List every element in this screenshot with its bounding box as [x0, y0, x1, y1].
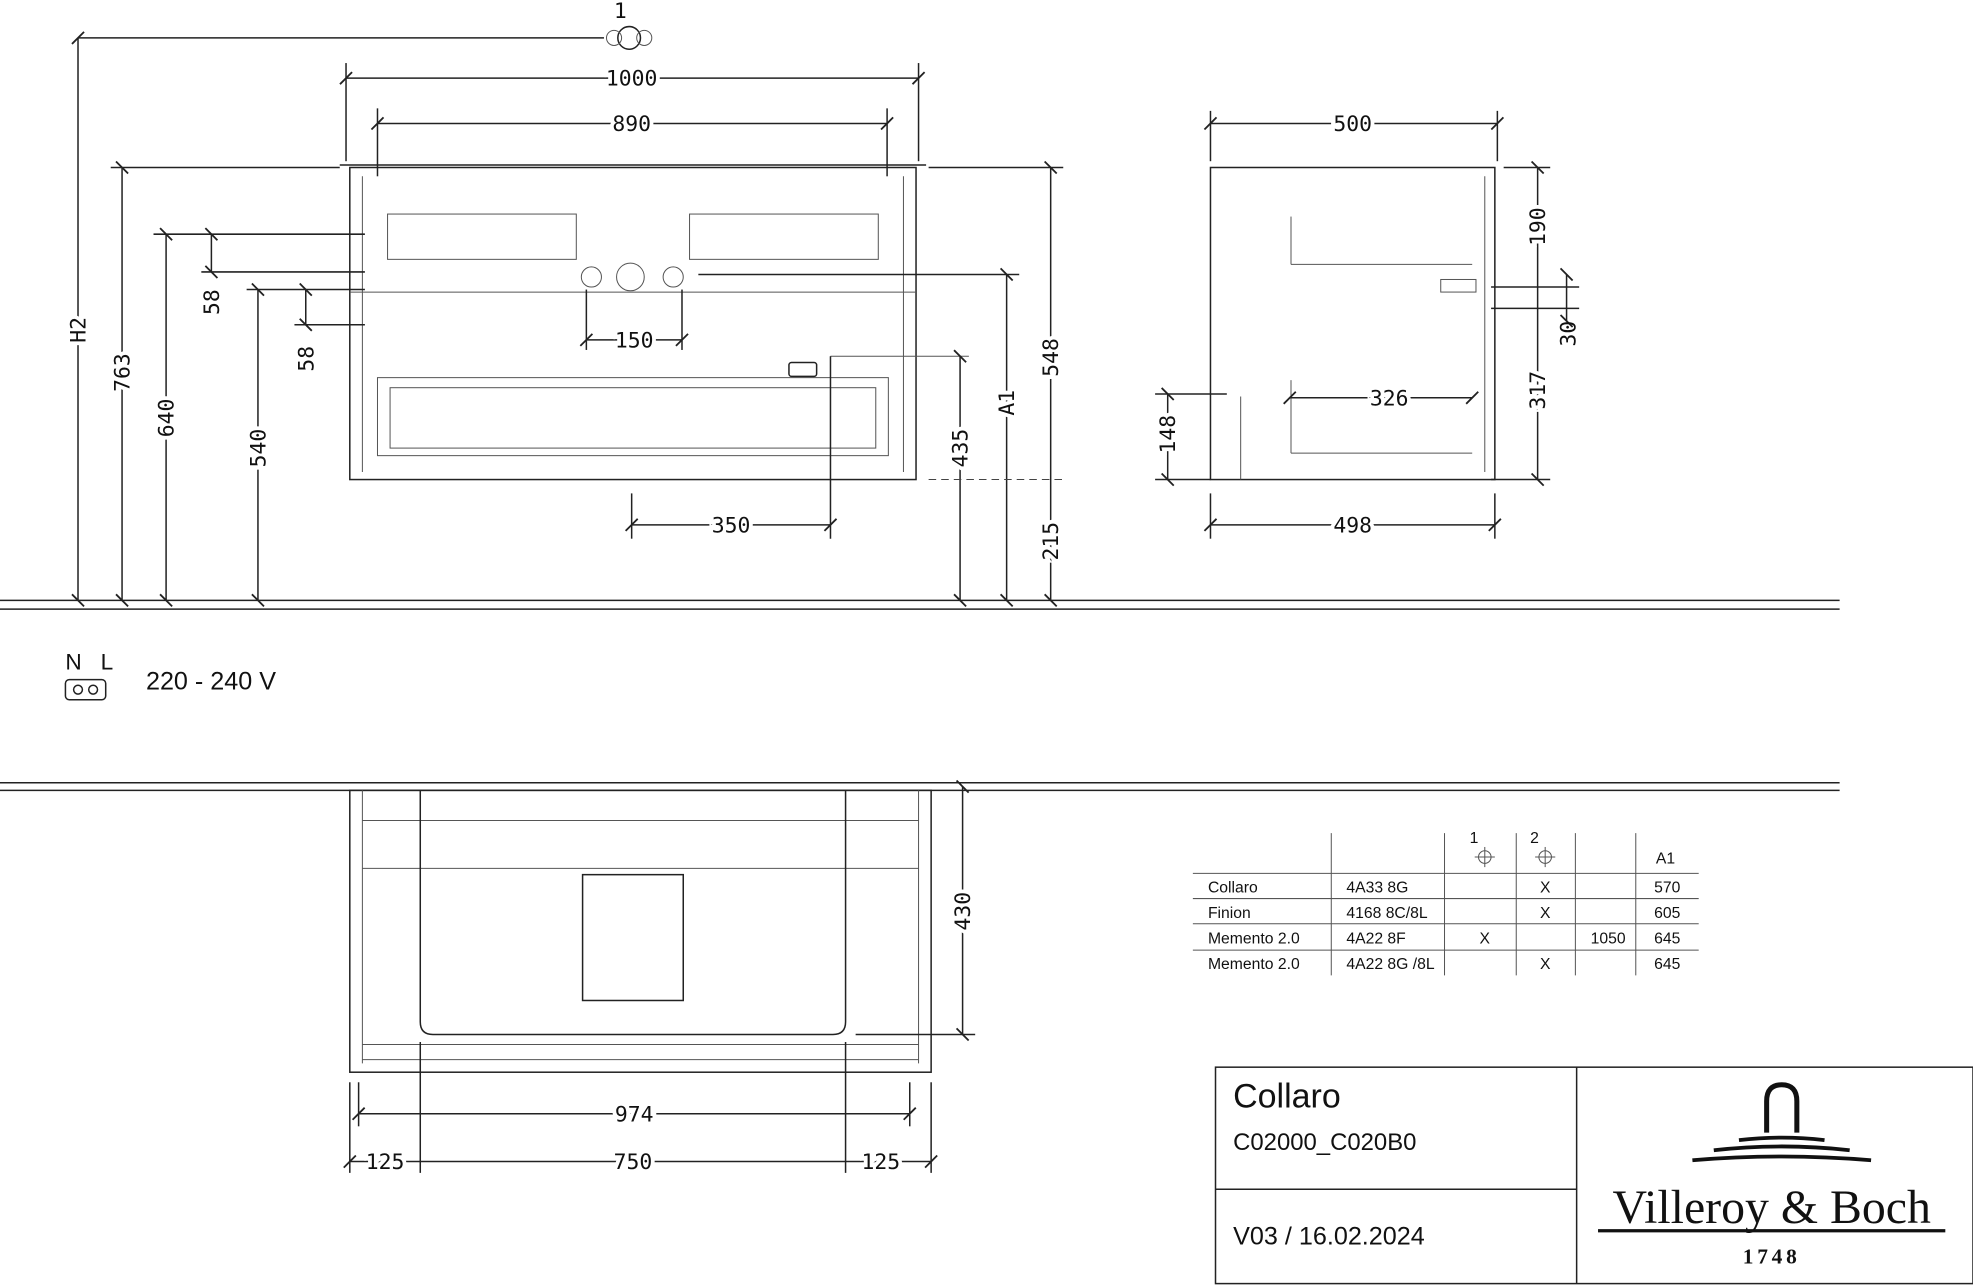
- dim-labels-front: 1000 890 150 350 H2 763 640 540 58 58 43…: [63, 63, 1068, 564]
- dim-750: 750: [614, 1150, 653, 1175]
- dim-974: 974: [615, 1102, 654, 1127]
- floor-line-front: [0, 599, 1840, 610]
- article-number: C02000_C020B0: [1233, 1129, 1416, 1156]
- socket-icon: [64, 678, 107, 701]
- dim-30: 30: [1556, 321, 1581, 347]
- dim-763: 763: [111, 353, 136, 392]
- plan-view: [343, 779, 976, 1173]
- dim-435: 435: [949, 429, 974, 468]
- dim-1000: 1000: [606, 67, 657, 92]
- dim-350: 350: [712, 513, 751, 538]
- dim-430: 430: [951, 892, 976, 931]
- dim-215: 215: [1039, 522, 1064, 561]
- cell-code: 4A22 8F: [1346, 930, 1405, 947]
- dim-a1: A1: [995, 390, 1020, 416]
- dim-labels-plan: 430 974 125 750 125: [362, 888, 980, 1179]
- voltage-label: 220 - 240 V: [146, 668, 276, 696]
- cell-opt1: X: [1480, 930, 1491, 947]
- header-option-1: 1: [1470, 830, 1479, 847]
- cell-a1: 645: [1654, 956, 1680, 973]
- dim-148: 148: [1156, 415, 1181, 454]
- side-view: [1155, 110, 1580, 539]
- brand-logo-icon: [1692, 1082, 1872, 1163]
- cell-a1: 645: [1654, 930, 1680, 947]
- view-marker-label: 1: [614, 0, 627, 24]
- cell-opt2: X: [1540, 879, 1551, 896]
- dim-548: 548: [1039, 338, 1064, 377]
- crosshair-icon: [1474, 846, 1495, 868]
- dim-500: 500: [1333, 112, 1372, 137]
- dim-540: 540: [246, 429, 271, 468]
- table-row: Finion 4168 8C/8L X 605: [1208, 905, 1681, 922]
- table-row: Collaro 4A33 8G X 570: [1208, 879, 1681, 896]
- dim-58-upper: 58: [200, 289, 225, 315]
- brand-name: Villeroy & Boch: [1612, 1181, 1930, 1234]
- title-block: Collaro C02000_C020B0 V03 / 16.02.2024 V…: [1214, 1066, 1973, 1285]
- cell-opt2: X: [1540, 956, 1551, 973]
- cell-name: Collaro: [1208, 879, 1258, 896]
- table-row: Memento 2.0 4A22 8F X 1050 645: [1208, 930, 1681, 947]
- dim-326: 326: [1370, 386, 1409, 411]
- cell-code: 4A33 8G: [1346, 879, 1408, 896]
- dim-640: 640: [155, 399, 180, 438]
- dim-58-lower: 58: [294, 346, 319, 372]
- cell-name: Finion: [1208, 905, 1251, 922]
- socket-icon: [788, 361, 818, 378]
- power-info: N L 220 - 240 V: [64, 650, 276, 701]
- dim-190: 190: [1526, 207, 1551, 246]
- dim-498: 498: [1333, 513, 1372, 538]
- cell-a1: 605: [1654, 905, 1680, 922]
- cell-extra: 1050: [1591, 930, 1626, 947]
- cell-name: Memento 2.0: [1208, 930, 1300, 947]
- dim-h2: H2: [67, 317, 92, 343]
- brand-year: 1748: [1743, 1244, 1801, 1268]
- version-date: V03 / 16.02.2024: [1233, 1223, 1425, 1251]
- dim-labels-side: 500 498 326 190 30 317 148: [1152, 108, 1581, 542]
- cell-code: 4A22 8G /8L: [1346, 956, 1435, 973]
- dim-lines-front: [71, 37, 1064, 608]
- table-row: Memento 2.0 4A22 8G /8L X 645: [1208, 956, 1681, 973]
- header-option-2: 2: [1530, 830, 1539, 847]
- crosshair-icon: [1535, 846, 1556, 868]
- dim-125-right: 125: [861, 1150, 900, 1175]
- dim-317: 317: [1526, 371, 1551, 410]
- front-view: [339, 164, 969, 481]
- dim-150: 150: [615, 328, 654, 353]
- wall-line-plan: [0, 782, 1840, 792]
- product-name: Collaro: [1233, 1077, 1341, 1115]
- view-marker-icon: [605, 25, 653, 50]
- cell-code: 4168 8C/8L: [1346, 905, 1428, 922]
- dim-125-left: 125: [366, 1150, 405, 1175]
- cell-name: Memento 2.0: [1208, 956, 1300, 973]
- live-label: L: [101, 650, 114, 675]
- neutral-label: N: [65, 650, 81, 675]
- dim-890: 890: [612, 112, 651, 137]
- cell-a1: 570: [1654, 879, 1680, 896]
- header-a1: A1: [1656, 850, 1675, 867]
- cell-opt2: X: [1540, 905, 1551, 922]
